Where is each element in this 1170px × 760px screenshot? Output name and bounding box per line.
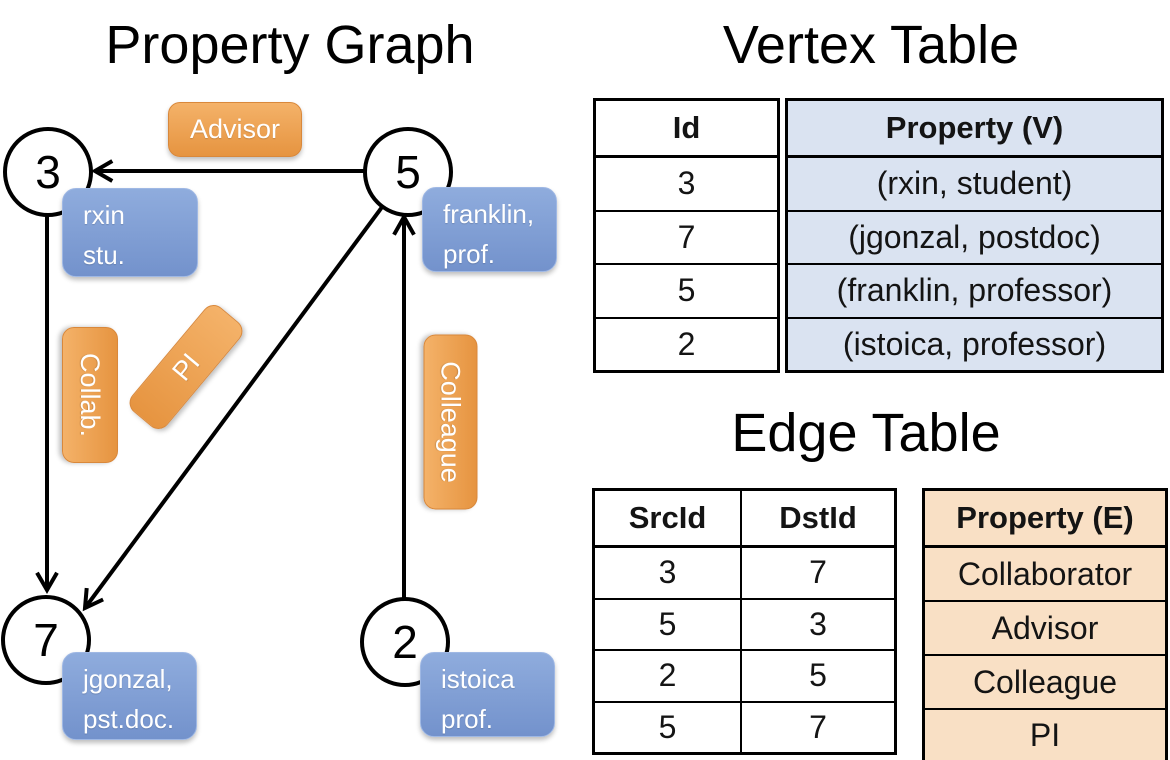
- edge-table-title: Edge Table: [731, 403, 1001, 463]
- column-header-property-v: Property (V): [788, 101, 1161, 156]
- property-box-line: stu.: [83, 240, 125, 270]
- arrowhead-advisor: [91, 159, 114, 183]
- arrowhead-colleague: [392, 212, 416, 236]
- edge-srcdst-table: SrcId DstId 3 7 5 3 2 5 5 7: [592, 488, 897, 755]
- vertex-property-cell: (rxin, student): [788, 158, 1161, 210]
- vertex-id-cell: 7: [596, 211, 777, 263]
- edge-src-cell: 5: [595, 599, 740, 649]
- edge-dst-cell: 7: [742, 548, 894, 598]
- property-box-jgonzal: jgonzal, pst.doc.: [62, 652, 197, 740]
- arrowhead-pi: [82, 587, 104, 612]
- edge-line-pi: [83, 170, 410, 610]
- node-id-label: 3: [35, 146, 61, 198]
- edge-dst-cell: 5: [742, 651, 894, 701]
- edge-property-cell: Collaborator: [925, 548, 1165, 600]
- property-box-line: franklin,: [443, 199, 535, 229]
- vertex-id-cell: 5: [596, 265, 777, 317]
- edge-dst-cell: 3: [742, 599, 894, 649]
- vertex-property-cell: (franklin, professor): [788, 265, 1161, 317]
- edge-property-cell: Advisor: [925, 602, 1165, 654]
- property-box-franklin: franklin, prof.: [422, 187, 557, 272]
- property-box-line: jgonzal,: [83, 664, 173, 694]
- property-box-istoica: istoica prof.: [420, 652, 555, 737]
- edge-label-colleague: Colleague: [423, 334, 478, 510]
- node-id-label: 2: [392, 616, 418, 668]
- edge-src-cell: 3: [595, 548, 740, 598]
- node-circle-2: 2: [360, 597, 450, 687]
- node-circle-3: 3: [3, 127, 93, 217]
- column-header-srcid: SrcId: [595, 491, 740, 546]
- edge-src-cell: 5: [595, 702, 740, 752]
- property-box-line: prof.: [441, 704, 494, 734]
- edge-property-cell: PI: [925, 710, 1165, 760]
- edge-label-collab: Collab.: [62, 327, 118, 463]
- property-box-rxin: rxin stu.: [62, 188, 198, 277]
- edge-dst-cell: 7: [742, 702, 894, 752]
- column-header-dstid: DstId: [742, 491, 894, 546]
- node-id-label: 7: [33, 614, 59, 666]
- property-box-line: rxin: [83, 200, 125, 230]
- vertex-table-title: Vertex Table: [722, 15, 1020, 75]
- edge-property-table: Property (E) Collaborator Advisor Collea…: [922, 488, 1168, 760]
- edge-property-cell: Colleague: [925, 656, 1165, 708]
- property-graph-title: Property Graph: [105, 15, 475, 75]
- edge-src-cell: 2: [595, 651, 740, 701]
- vertex-property-cell: (jgonzal, postdoc): [788, 211, 1161, 263]
- column-header-property-e: Property (E): [925, 491, 1165, 546]
- node-id-label: 5: [395, 146, 421, 198]
- edge-label-advisor: Advisor: [168, 102, 302, 157]
- property-box-line: pst.doc.: [83, 704, 175, 734]
- vertex-id-cell: 3: [596, 158, 777, 210]
- arrowhead-collab: [35, 571, 59, 594]
- property-box-line: prof.: [443, 239, 496, 269]
- property-box-line: istoica: [441, 664, 515, 694]
- vertex-property-table: Property (V) (rxin, student) (jgonzal, p…: [785, 98, 1164, 373]
- vertex-id-table: Id 3 7 5 2: [593, 98, 780, 373]
- vertex-id-cell: 2: [596, 318, 777, 370]
- column-header-id: Id: [596, 101, 777, 156]
- vertex-property-cell: (istoica, professor): [788, 318, 1161, 370]
